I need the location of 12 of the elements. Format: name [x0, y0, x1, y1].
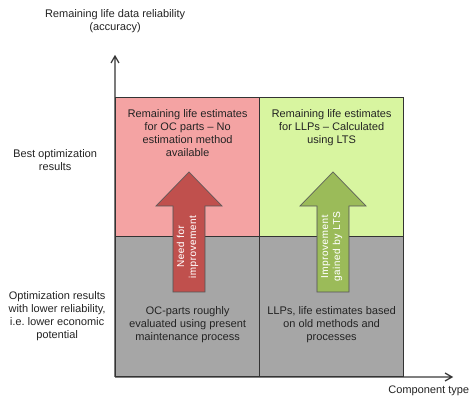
quadrant-text: Remaining life estimates for OC parts – No estimation method available	[126, 108, 248, 160]
row-label: Optimization results with lower reliability, i.e. lower economic potential	[8, 290, 106, 342]
quadrant-text: LLPs, life estimates based on old methods and processes	[266, 305, 397, 344]
block-arrow	[299, 171, 367, 292]
axis-label: Component type	[387, 384, 469, 397]
quadrant-text: OC-parts roughly evaluated using present maintenance process	[128, 305, 247, 344]
edge-label: Need for improvement	[176, 213, 200, 280]
row-label: Best optimization results	[12, 148, 98, 174]
block-arrow	[155, 171, 223, 292]
axis-label: Remaining life data reliability (accuracy)	[44, 8, 186, 34]
quadrant-text: Remaining life estimates for LLPs – Calculated using LTS	[270, 108, 392, 147]
edge-label: Improvement gained by LTS	[320, 210, 344, 284]
